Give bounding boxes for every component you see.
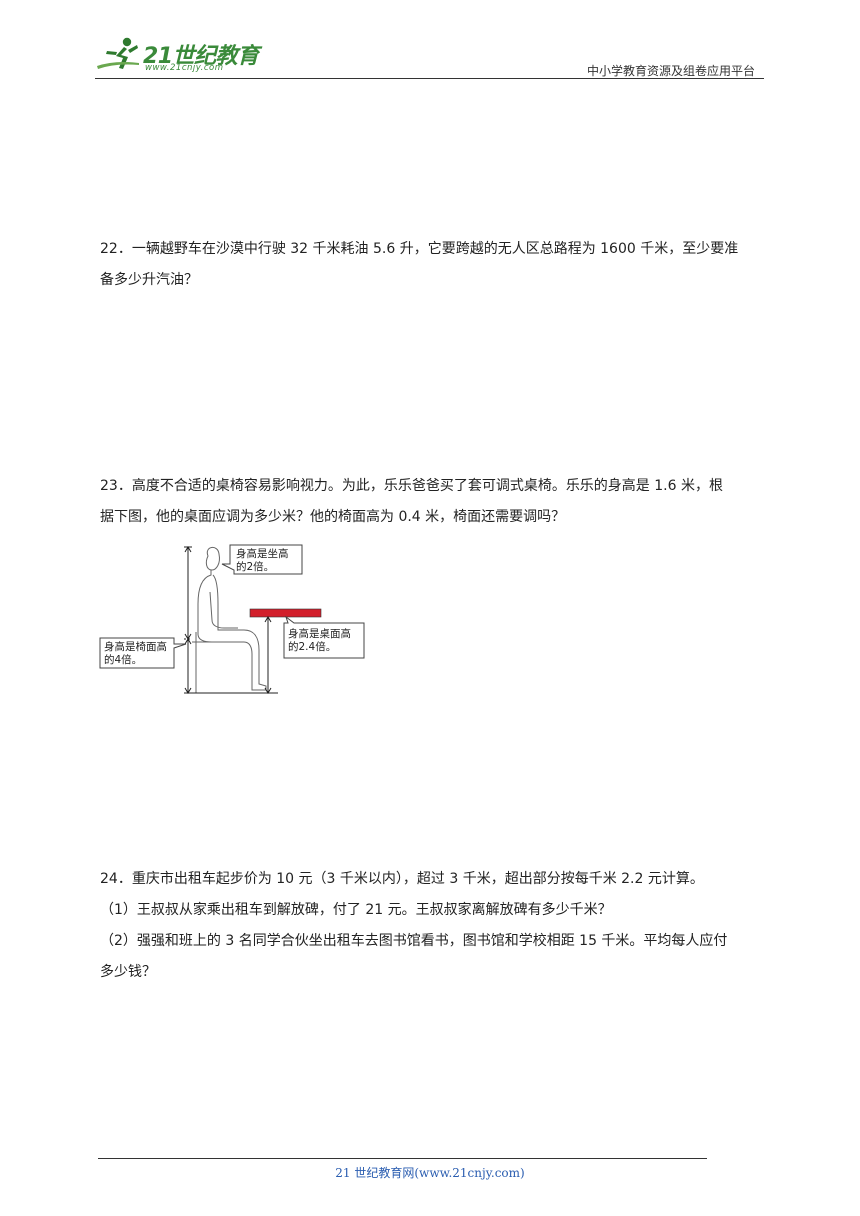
question-22: 22．一辆越野车在沙漠中行驶 32 千米耗油 5.6 升，它要跨越的无人区总路程… bbox=[100, 234, 765, 296]
callout-desk-line2: 的2.4倍。 bbox=[288, 640, 336, 653]
question-24: 24．重庆市出租车起步价为 10 元（3 千米以内），超过 3 千米，超出部分按… bbox=[100, 864, 765, 988]
desk-chair-figure: 身高是坐高 的2倍。 身高是椅面高 的4倍。 身高是桌面高 的2.4倍。 bbox=[98, 544, 370, 696]
site-logo: 21世纪教育 www.21cnjy.com bbox=[95, 36, 265, 76]
question-text-line: 22．一辆越野车在沙漠中行驶 32 千米耗油 5.6 升，它要跨越的无人区总路程… bbox=[100, 241, 739, 257]
callout-chair-line2: 的4倍。 bbox=[104, 653, 142, 666]
question-text-line: 据下图，他的桌面应调为多少米？他的椅面高为 0.4 米，椅面还需要调吗？ bbox=[100, 509, 566, 525]
callout-sitting-line2: 的2倍。 bbox=[236, 560, 274, 573]
footer-site-link[interactable]: 21 世纪教育网(www.21cnjy.com) bbox=[335, 1166, 525, 1180]
question-text-line: 多少钱？ bbox=[100, 964, 156, 980]
header-divider bbox=[95, 78, 764, 79]
logo-brand-text: 21世纪教育 bbox=[143, 44, 259, 69]
platform-name: 中小学教育资源及组卷应用平台 bbox=[586, 64, 755, 78]
question-23: 23．高度不合适的桌椅容易影响视力。为此，乐乐爸爸买了套可调式桌椅。乐乐的身高是… bbox=[100, 471, 765, 533]
question-text-line: 23．高度不合适的桌椅容易影响视力。为此，乐乐爸爸买了套可调式桌椅。乐乐的身高是… bbox=[100, 478, 723, 494]
logo-url-text: www.21cnjy.com bbox=[145, 63, 224, 73]
question-text-line: （1）王叔叔从家乘出租车到解放碑，付了 21 元。王叔叔家离解放碑有多少千米？ bbox=[100, 902, 612, 918]
question-text-line: （2）强强和班上的 3 名同学合伙坐出租车去图书馆看书，图书馆和学校相距 15 … bbox=[100, 933, 728, 949]
desk-top bbox=[249, 608, 322, 618]
callout-desk-line1: 身高是桌面高 bbox=[288, 627, 351, 640]
callout-sitting-line1: 身高是坐高 bbox=[236, 547, 289, 560]
question-text-line: 备多少升汽油？ bbox=[100, 272, 198, 288]
runner-logo-icon bbox=[97, 37, 139, 69]
callout-chair-line1: 身高是椅面高 bbox=[104, 640, 167, 653]
sitting-child-diagram: 身高是坐高 的2倍。 身高是椅面高 的4倍。 身高是桌面高 的2.4倍。 bbox=[99, 544, 365, 694]
question-text-line: 24．重庆市出租车起步价为 10 元（3 千米以内），超过 3 千米，超出部分按… bbox=[100, 871, 704, 887]
footer-divider bbox=[98, 1158, 707, 1159]
